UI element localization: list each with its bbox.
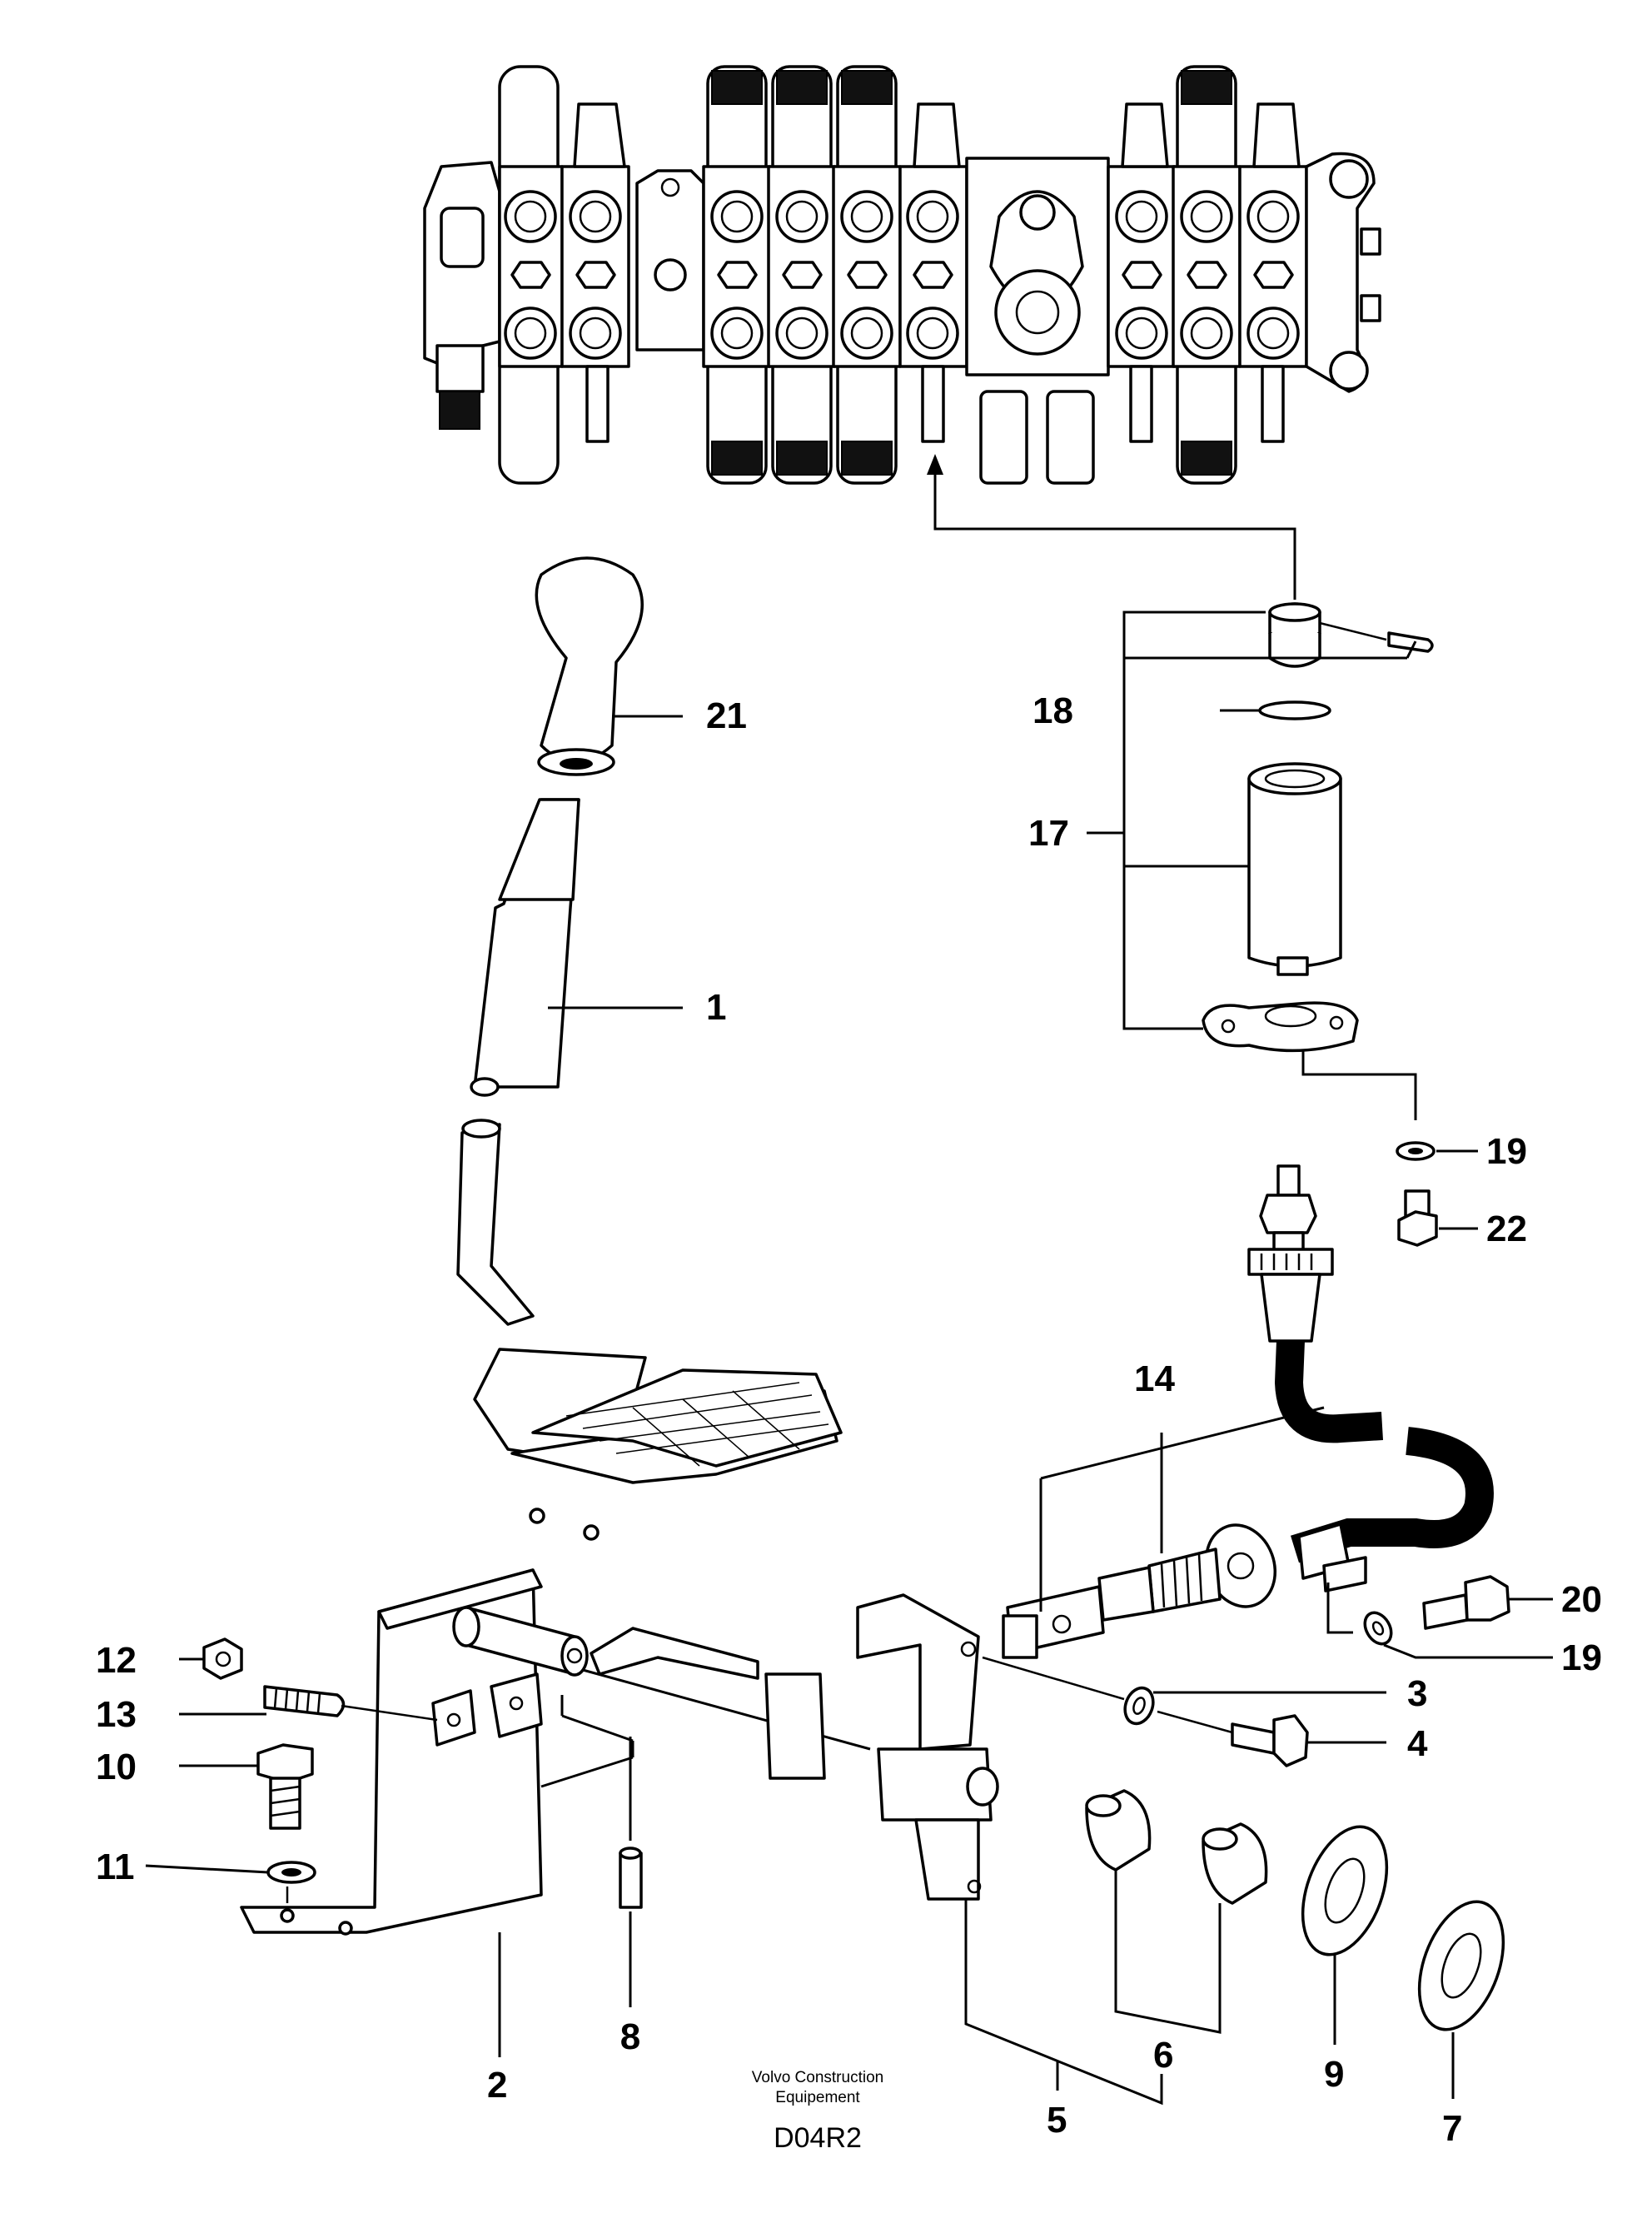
callout-6: 6 bbox=[1153, 2035, 1173, 2076]
callout-19-lower: 19 bbox=[1561, 1637, 1602, 1678]
arrow-valve-link bbox=[927, 454, 1296, 600]
knob-part-21 bbox=[535, 556, 683, 776]
callout-10: 10 bbox=[96, 1747, 137, 1787]
diagram-credit: Volvo Construction Equipement D04R2 bbox=[752, 2069, 883, 2154]
callout-13: 13 bbox=[96, 1694, 137, 1735]
callout-9: 9 bbox=[1324, 2054, 1344, 2095]
pin-part-8 bbox=[619, 1737, 643, 2007]
fasteners-left bbox=[145, 1637, 438, 1903]
callout-7: 7 bbox=[1442, 2108, 1462, 2149]
bolt-20-washer-19 bbox=[1363, 1575, 1553, 1659]
washer-19-bolt-22 bbox=[1396, 1141, 1478, 1247]
cross-shaft bbox=[452, 1606, 871, 1788]
control-valve-assembly bbox=[423, 65, 1381, 485]
lever-rod-part-1 bbox=[470, 798, 683, 1097]
callout-11: 11 bbox=[96, 1847, 135, 1887]
callout-14: 14 bbox=[1134, 1358, 1175, 1399]
callout-21: 21 bbox=[706, 695, 747, 736]
callout-8: 8 bbox=[620, 2016, 640, 2057]
pedal-arm bbox=[456, 1119, 843, 1541]
drawing-code: D04R2 bbox=[774, 2122, 862, 2154]
callout-4: 4 bbox=[1407, 1723, 1428, 1764]
credit-line-2: Equipement bbox=[775, 2089, 860, 2106]
callout-20: 20 bbox=[1561, 1579, 1602, 1620]
washers-part-9-7 bbox=[1301, 1825, 1505, 2099]
callout-2: 2 bbox=[487, 2065, 507, 2106]
callout-18: 18 bbox=[1032, 690, 1073, 731]
callout-5: 5 bbox=[1047, 2100, 1067, 2141]
callout-12: 12 bbox=[96, 1640, 137, 1681]
washer-bolt-3-4 bbox=[982, 1656, 1386, 1767]
callout-3: 3 bbox=[1407, 1673, 1427, 1714]
callout-17: 17 bbox=[1028, 813, 1069, 854]
yoke-part-5 bbox=[856, 1593, 1163, 2106]
linkage-part-17 bbox=[1087, 602, 1434, 1120]
cable-part-14 bbox=[1002, 1164, 1494, 1659]
callout-1: 1 bbox=[706, 987, 726, 1028]
callout-labels: 21 1 18 17 19 22 14 20 19 3 4 12 13 10 1… bbox=[96, 690, 1602, 2149]
bushings-part-6 bbox=[1085, 1789, 1268, 2034]
bracket-part-2 bbox=[240, 1568, 543, 2057]
callout-22: 22 bbox=[1486, 1209, 1527, 1249]
callout-19-upper: 19 bbox=[1486, 1131, 1527, 1172]
credit-line-1: Volvo Construction bbox=[752, 2069, 883, 2086]
